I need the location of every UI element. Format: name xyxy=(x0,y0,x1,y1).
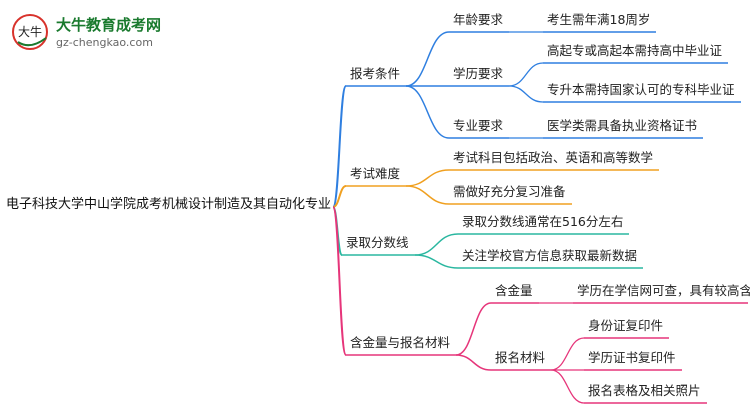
edge-n-b2-n-b2c1 xyxy=(414,254,459,269)
edge-root-n-b1 xyxy=(332,185,347,208)
edge-n-b0c1-n-b0c1l1 xyxy=(508,85,544,103)
edge-n-b2-n-b2c0 xyxy=(414,233,459,256)
edge-n-b3-n-b3c1 xyxy=(455,354,492,371)
edge-n-b0-n-b0c0 xyxy=(405,31,450,87)
edge-n-b3-n-b3c0 xyxy=(455,302,492,356)
leaf-exam-preparation[interactable]: 需做好充分复习准备 xyxy=(453,184,566,199)
edge-n-b3c1-n-b3c1l0 xyxy=(550,337,585,371)
edge-root-n-b0 xyxy=(332,85,347,208)
leaf-education-detail-1[interactable]: 高起专或高起本需持高中毕业证 xyxy=(547,43,723,58)
branch-requirements[interactable]: 报考条件 xyxy=(350,66,401,81)
node-age-requirement[interactable]: 年龄要求 xyxy=(453,12,504,27)
root-topic[interactable]: 电子科技大学中山学院成考机械设计制造及其自动化专业 xyxy=(6,197,332,212)
leaf-exam-subjects[interactable]: 考试科目包括政治、英语和高等数学 xyxy=(453,150,654,165)
leaf-education-detail-2[interactable]: 专升本需持国家认可的专科毕业证 xyxy=(547,82,735,97)
branch-value-and-materials[interactable]: 含金量与报名材料 xyxy=(350,335,451,350)
leaf-material-form-photo[interactable]: 报名表格及相关照片 xyxy=(588,383,701,398)
edge-root-n-b3 xyxy=(332,206,347,356)
node-materials[interactable]: 报名材料 xyxy=(495,350,546,365)
logo-title: 大牛教育成考网 xyxy=(56,16,162,34)
node-education-requirement[interactable]: 学历要求 xyxy=(453,66,504,81)
leaf-score-value[interactable]: 录取分数线通常在516分左右 xyxy=(462,214,624,229)
edge-n-b1-n-b1c1 xyxy=(405,185,450,205)
svg-text:大牛: 大牛 xyxy=(18,24,42,39)
branch-admission-score[interactable]: 录取分数线 xyxy=(346,235,409,250)
logo-url: gz-chengkao.com xyxy=(56,36,153,49)
branch-exam-difficulty[interactable]: 考试难度 xyxy=(350,166,401,181)
edge-n-b1-n-b1c0 xyxy=(405,169,450,187)
leaf-material-id-copy[interactable]: 身份证复印件 xyxy=(588,318,664,333)
node-major-requirement[interactable]: 专业要求 xyxy=(453,118,504,133)
edge-n-b0-n-b0c2 xyxy=(405,85,450,139)
leaf-value-detail[interactable]: 学历在学信网可查，具有较高含金量 xyxy=(577,283,750,298)
leaf-score-follow[interactable]: 关注学校官方信息获取最新数据 xyxy=(462,248,638,263)
logo-mark-icon: 大牛 xyxy=(12,14,48,50)
site-logo[interactable]: 大牛 大牛教育成考网 gz-chengkao.com xyxy=(10,12,190,52)
node-value[interactable]: 含金量 xyxy=(495,283,533,298)
leaf-material-diploma-copy[interactable]: 学历证书复印件 xyxy=(588,350,676,365)
edge-n-b0c1-n-b0c1l0 xyxy=(508,62,544,87)
leaf-age-detail[interactable]: 考生需年满18周岁 xyxy=(547,12,651,27)
edge-n-b3c1-n-b3c1l2 xyxy=(550,369,585,404)
leaf-major-detail[interactable]: 医学类需具备执业资格证书 xyxy=(547,118,698,133)
